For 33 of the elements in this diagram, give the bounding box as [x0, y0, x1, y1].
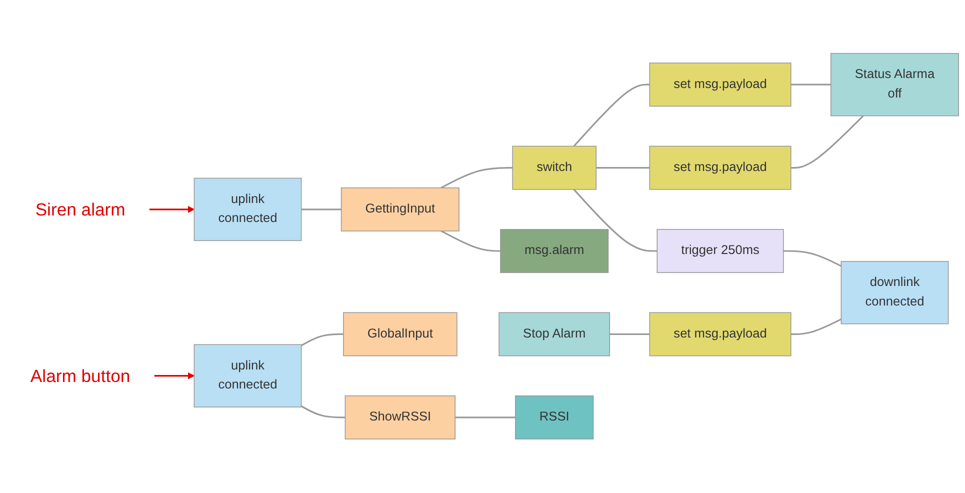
connector [610, 334, 650, 336]
node-box: GettingInput [340, 188, 460, 232]
connector [596, 167, 650, 169]
arrow [149, 206, 195, 214]
connector [300, 406, 346, 418]
node-box: ShowRSSI [344, 396, 456, 440]
node-box: set msg.payload [649, 62, 792, 107]
node-box: Status Alarma off [830, 53, 959, 116]
node-text: Alarm button [30, 366, 130, 386]
connector [440, 230, 500, 252]
connector [783, 250, 842, 268]
node-box: RSSI [515, 396, 594, 440]
node-box: uplink connected [194, 344, 302, 408]
node-box: set msg.payload [649, 312, 792, 356]
node-box: switch [512, 146, 597, 190]
node-box: trigger 250ms [656, 229, 784, 274]
node-box: set msg.payload [649, 146, 792, 190]
connector [440, 167, 513, 189]
node-box: downlink connected [840, 261, 949, 324]
connector [301, 208, 342, 210]
connector [790, 116, 864, 169]
arrow [154, 372, 195, 380]
connector [573, 189, 658, 252]
connector [455, 416, 516, 418]
node-box: uplink connected [194, 178, 302, 242]
node-text: Siren alarm [35, 200, 126, 220]
connector [790, 318, 842, 336]
node-box: GlobalInput [343, 312, 458, 356]
connector [300, 334, 344, 346]
node-box: Stop Alarm [498, 312, 610, 356]
node-box: msg.alarm [500, 229, 609, 274]
connector [790, 84, 831, 86]
connector [573, 84, 650, 148]
